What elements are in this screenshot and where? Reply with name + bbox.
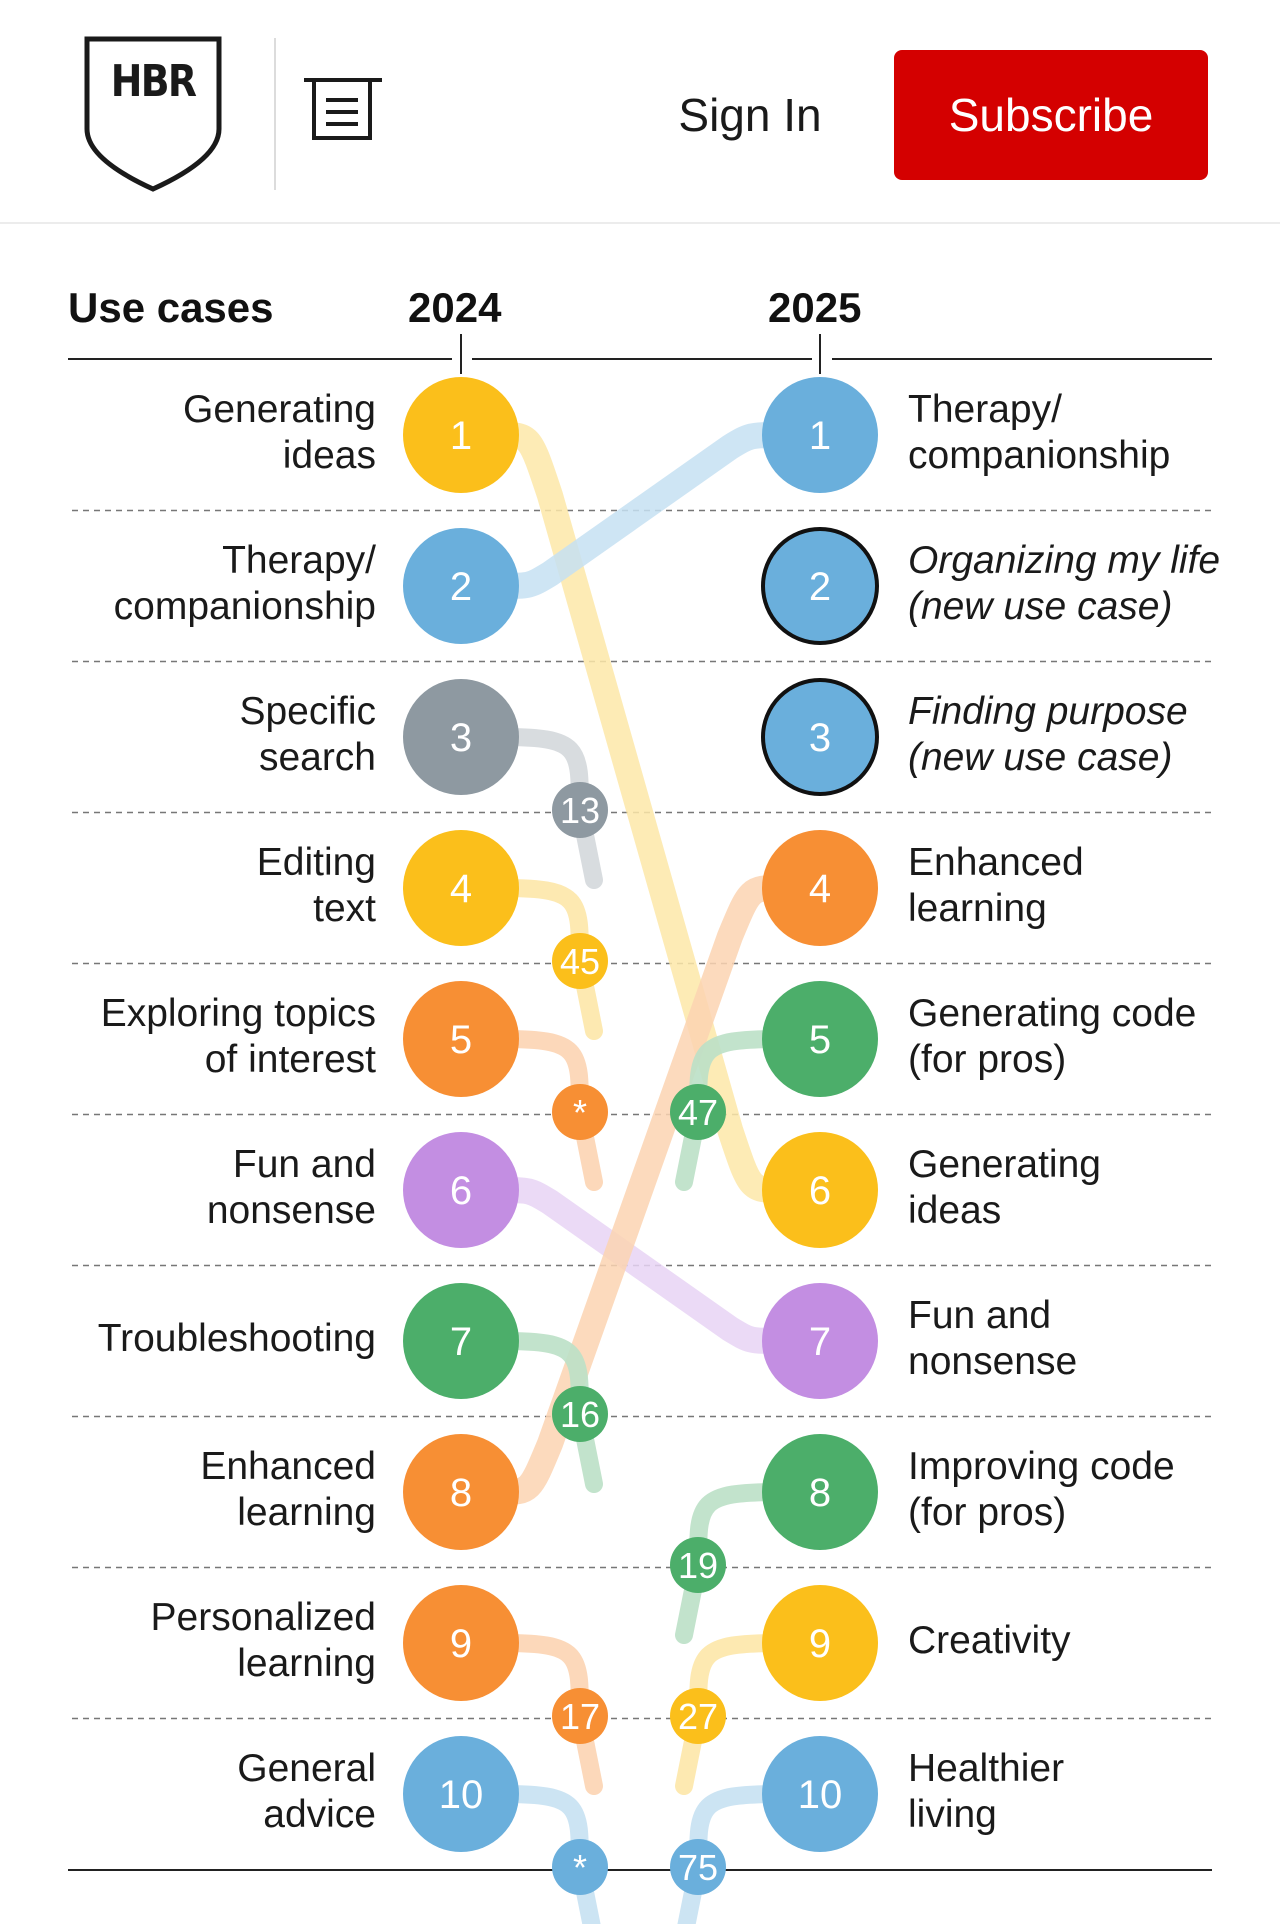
rank-2025-number: 5 — [809, 1018, 831, 1062]
outside-rank-badge — [670, 1537, 726, 1593]
outside-rank-badge — [552, 782, 608, 838]
use-case-2025-label: Fun and nonsense — [908, 1294, 1078, 1383]
use-case-2025-label: Organizing my life (new use case) — [908, 539, 1221, 628]
subscribe-button[interactable]: Subscribe — [894, 50, 1208, 180]
rank-2025-circle — [762, 1585, 878, 1701]
sign-in-link[interactable]: Sign In — [678, 89, 822, 141]
outside-rank-label: 19 — [678, 1545, 718, 1586]
rank-2024-number: 1 — [450, 414, 472, 458]
rank-2025-circle — [762, 1736, 878, 1852]
site-header: HBR Sign In Subscribe — [0, 0, 1280, 224]
rank-2024-circle — [403, 1283, 519, 1399]
outside-rank-label: 47 — [678, 1092, 718, 1133]
rank-2025-circle — [762, 377, 878, 493]
column-header-2024: 2024 — [408, 284, 502, 331]
use-case-2024-label: Specific search — [239, 690, 376, 779]
rank-2025-number: 3 — [809, 716, 831, 760]
rank-2025-circle — [762, 1132, 878, 1248]
outside-rank-badge — [552, 1386, 608, 1442]
outside-rank-label: 27 — [678, 1696, 718, 1737]
rank-2025-number: 2 — [809, 565, 831, 609]
rank-2024-circle — [403, 528, 519, 644]
use-case-2025-label: Finding purpose (new use case) — [908, 690, 1188, 779]
outside-rank-label: 13 — [560, 790, 600, 831]
rank-2025-number: 10 — [798, 1773, 843, 1817]
rank-2025-new-circle — [761, 678, 879, 796]
outside-rank-label: 75 — [678, 1847, 718, 1888]
logo-text: HBR — [110, 56, 197, 107]
hbr-shield-icon — [84, 36, 222, 192]
rank-2024-number: 5 — [450, 1018, 472, 1062]
outside-rank-badge — [552, 1688, 608, 1744]
rank-2025-circle — [762, 1434, 878, 1550]
rank-2025-number: 8 — [809, 1471, 831, 1515]
outside-rank-label: 17 — [560, 1696, 600, 1737]
rank-2024-number: 10 — [439, 1773, 484, 1817]
header-divider — [274, 38, 276, 190]
use-case-2025-label: Improving code (for pros) — [908, 1445, 1175, 1534]
rank-2025-number: 9 — [809, 1622, 831, 1666]
rank-2024-number: 3 — [450, 716, 472, 760]
rank-2025-number: 6 — [809, 1169, 831, 1213]
rank-2025-number: 4 — [809, 867, 831, 911]
outside-rank-label: * — [573, 1847, 587, 1888]
outside-rank-label: 45 — [560, 941, 600, 982]
rank-2024-circle — [403, 679, 519, 795]
use-case-2024-label: Troubleshooting — [97, 1317, 376, 1360]
rank-2024-circle — [403, 1132, 519, 1248]
rank-2024-number: 7 — [450, 1320, 472, 1364]
rank-2025-new-circle — [761, 527, 879, 645]
menu-icon[interactable] — [302, 76, 384, 142]
use-case-2024-label: Therapy/ companionship — [113, 539, 376, 628]
outside-rank-badge — [552, 933, 608, 989]
use-case-2025-label: Generating code (for pros) — [908, 992, 1197, 1081]
outside-rank-badge — [670, 1839, 726, 1895]
use-case-2025-label: Enhanced learning — [908, 841, 1084, 930]
rank-2024-number: 9 — [450, 1622, 472, 1666]
outside-rank-badge — [552, 1839, 608, 1895]
rank-connector-ribbon — [488, 1177, 793, 1354]
rank-2024-circle — [403, 377, 519, 493]
rank-2024-circle — [403, 830, 519, 946]
rank-2024-circle — [403, 1434, 519, 1550]
outside-rank-label: 16 — [560, 1394, 600, 1435]
rank-2024-circle — [403, 981, 519, 1097]
rank-2024-number: 4 — [450, 867, 472, 911]
rank-2024-number: 8 — [450, 1471, 472, 1515]
rank-connector-ribbon — [488, 422, 793, 599]
use-case-2024-label: General advice — [237, 1747, 376, 1836]
rank-connector-ribbon — [488, 875, 793, 1505]
use-case-2025-label: Healthier living — [908, 1747, 1065, 1836]
use-case-2024-label: Enhanced learning — [200, 1445, 376, 1534]
column-header-2025: 2025 — [768, 284, 862, 331]
outside-rank-badge — [552, 1084, 608, 1140]
rank-connector-ribbon — [488, 422, 793, 1203]
rank-2024-circle — [403, 1736, 519, 1852]
outside-rank-badge — [670, 1084, 726, 1140]
rank-2024-number: 6 — [450, 1169, 472, 1213]
use-case-2024-label: Fun and nonsense — [206, 1143, 376, 1232]
rank-2025-number: 1 — [809, 414, 831, 458]
use-case-2024-label: Personalized learning — [150, 1596, 376, 1685]
use-case-2024-label: Editing text — [256, 841, 376, 930]
use-case-2024-label: Generating ideas — [183, 388, 376, 477]
rank-2024-circle — [403, 1585, 519, 1701]
rank-2025-circle — [762, 830, 878, 946]
use-case-2025-label: Generating ideas — [908, 1143, 1101, 1232]
outside-rank-badge — [670, 1688, 726, 1744]
row-header: Use cases — [68, 284, 274, 331]
rank-2024-number: 2 — [450, 565, 472, 609]
rank-2025-number: 7 — [809, 1320, 831, 1364]
hbr-logo[interactable]: HBR — [82, 34, 224, 194]
outside-rank-label: * — [573, 1092, 587, 1133]
use-case-2025-label: Therapy/ companionship — [908, 388, 1171, 477]
use-case-2024-label: Exploring topics of interest — [100, 992, 376, 1081]
rank-2025-circle — [762, 981, 878, 1097]
rank-2025-circle — [762, 1283, 878, 1399]
use-case-2025-label: Creativity — [908, 1619, 1071, 1662]
